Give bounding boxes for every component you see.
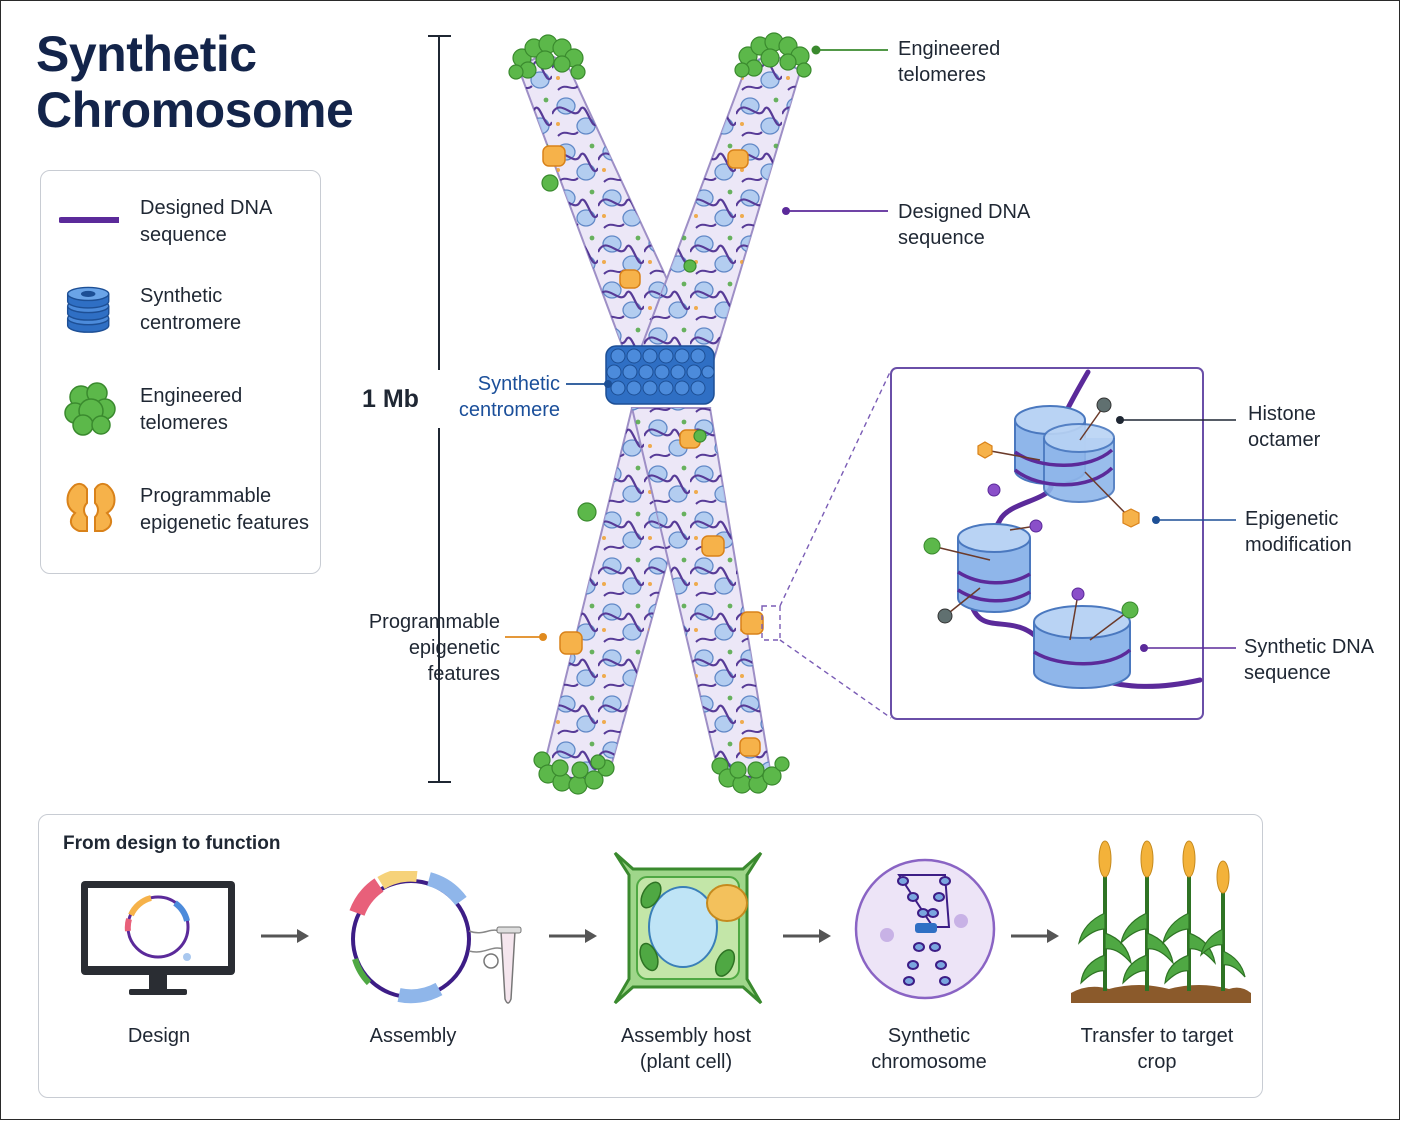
plant-cell-icon	[613, 851, 763, 1005]
crop-plants-icon	[1071, 840, 1251, 1003]
page-title: Synthetic Chromosome	[36, 26, 354, 138]
leader-histone	[1116, 416, 1236, 424]
green-markers	[541, 174, 707, 522]
chromosome-illustration	[428, 32, 1236, 795]
zoom-lines	[761, 369, 892, 719]
chromosome-sphere-icon	[854, 858, 996, 1000]
title-line-1: Synthetic	[36, 26, 257, 82]
workflow-title: From design to function	[63, 833, 281, 854]
scale-bar	[428, 35, 451, 783]
arrow-4-icon	[1011, 929, 1059, 943]
arrow-1-icon	[261, 929, 309, 943]
centromere-stack-icon	[66, 286, 110, 333]
telomere-top-left	[508, 34, 586, 80]
step-label-design: Design	[127, 1025, 191, 1047]
telomere-top-right	[734, 32, 812, 78]
arrow-2-icon	[549, 929, 597, 943]
leader-modification	[1152, 516, 1236, 524]
telomere-bottom-right	[711, 756, 790, 794]
scale-label: 1 Mb	[362, 385, 419, 413]
leader-synthetic-dna	[1140, 644, 1236, 652]
step-label-assembly-host: Assembly host(plant cell)	[620, 1025, 752, 1073]
leader-centromere	[566, 380, 612, 388]
dna-strand-icon	[59, 217, 119, 223]
title-line-2: Chromosome	[36, 82, 354, 138]
epigenetic-feature-icon	[66, 482, 116, 532]
workflow-panel: From design to function	[38, 814, 1263, 1098]
arrow-3-icon	[783, 929, 831, 943]
centromere-block	[605, 345, 715, 405]
leader-telomeres	[811, 45, 888, 55]
nucleosome-inset	[890, 367, 1204, 720]
chromatid-right	[630, 55, 802, 782]
plasmid-icon	[349, 871, 522, 1004]
telomere-bottom-left	[533, 751, 615, 795]
leader-dna	[782, 207, 888, 215]
epigenetic-markers	[542, 145, 764, 757]
monitor-icon	[81, 881, 235, 995]
telomere-cluster-icon	[64, 382, 116, 436]
leader-epigenetic	[505, 633, 547, 641]
step-label-assembly: Assembly	[369, 1025, 457, 1047]
